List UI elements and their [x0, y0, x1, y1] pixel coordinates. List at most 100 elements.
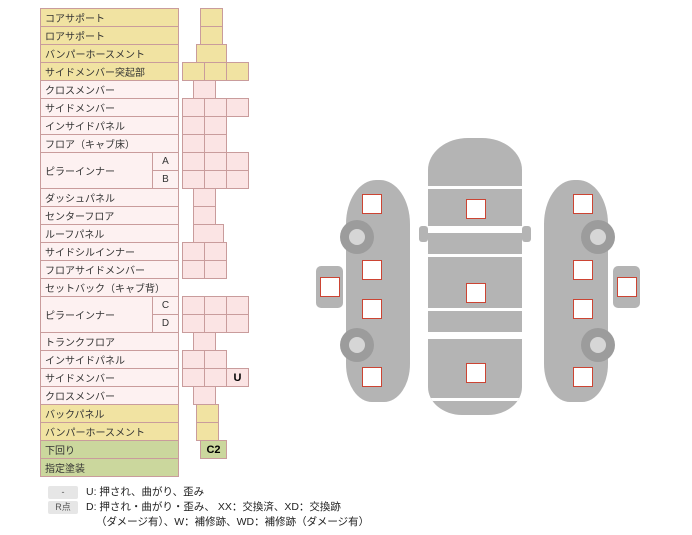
- damage-cell[interactable]: [193, 386, 216, 405]
- damage-cell[interactable]: [204, 242, 227, 261]
- part-label: クロスメンバー: [40, 80, 179, 99]
- pillar-sublabel: A: [152, 152, 179, 171]
- inspection-checkbox-left[interactable]: [362, 367, 382, 387]
- pillar-sublabel: C: [152, 296, 179, 315]
- damage-cell[interactable]: [204, 368, 227, 387]
- damage-cell[interactable]: [182, 296, 205, 315]
- inspection-checkbox-right[interactable]: [573, 260, 593, 280]
- damage-cell[interactable]: [182, 152, 205, 171]
- damage-cell[interactable]: [226, 62, 249, 81]
- inspection-checkbox-top[interactable]: [466, 363, 486, 383]
- wheel-icon: [581, 220, 615, 254]
- panel-divider: [428, 308, 522, 311]
- damage-cell[interactable]: [182, 62, 205, 81]
- legend-line: R点 D: 押され・曲がり・歪み、 XX：交換済、XD：交換跡: [48, 501, 369, 514]
- damage-cell[interactable]: [204, 152, 227, 171]
- damage-cell[interactable]: [182, 260, 205, 279]
- panel-divider: [428, 186, 522, 189]
- pillar-sublabel: D: [152, 314, 179, 333]
- damage-cell[interactable]: [226, 314, 249, 333]
- inspection-checkbox-right[interactable]: [573, 367, 593, 387]
- part-label: サイドメンバー: [40, 98, 179, 117]
- damage-cell[interactable]: [182, 116, 205, 135]
- damage-cell[interactable]: U: [226, 368, 249, 387]
- damage-cell[interactable]: [182, 98, 205, 117]
- damage-cell[interactable]: [204, 314, 227, 333]
- panel-divider: [428, 254, 522, 257]
- damage-cell[interactable]: [204, 170, 227, 189]
- wheel-hub: [349, 337, 365, 353]
- left-mirror-icon: [419, 226, 428, 242]
- inspection-checkbox-right[interactable]: [573, 299, 593, 319]
- part-label: フロア（キャブ床）: [40, 134, 179, 153]
- pillar-sublabel: B: [152, 170, 179, 189]
- damage-cell[interactable]: [193, 80, 216, 99]
- damage-cell[interactable]: [204, 62, 227, 81]
- damage-cell[interactable]: [204, 296, 227, 315]
- damage-cell[interactable]: [226, 296, 249, 315]
- part-label: インサイドパネル: [40, 350, 179, 369]
- damage-cell[interactable]: [200, 26, 223, 45]
- damage-cell[interactable]: [193, 332, 216, 351]
- damage-cell[interactable]: [204, 134, 227, 153]
- inspection-checkbox-left[interactable]: [362, 299, 382, 319]
- part-label: クロスメンバー: [40, 386, 179, 405]
- inspection-checkbox-left[interactable]: [362, 194, 382, 214]
- part-label: サイドシルインナー: [40, 242, 179, 261]
- damage-cell[interactable]: [204, 98, 227, 117]
- inspection-checkbox-top[interactable]: [466, 283, 486, 303]
- damage-cell[interactable]: [193, 224, 224, 243]
- right-mirror-icon: [522, 226, 531, 242]
- part-label: バンパーホースメント: [40, 44, 179, 63]
- damage-cell[interactable]: [182, 368, 205, 387]
- car-left-side-view: [346, 180, 410, 402]
- damage-cell[interactable]: [204, 350, 227, 369]
- inspection-checkbox-left[interactable]: [362, 260, 382, 280]
- legend-line: （ダメージ有）、W：補修跡、WD：補修跡（ダメージ有）: [48, 516, 369, 529]
- damage-cell[interactable]: [182, 134, 205, 153]
- damage-cell[interactable]: [204, 116, 227, 135]
- part-label: バンパーホースメント: [40, 422, 179, 441]
- damage-cell[interactable]: [196, 422, 219, 441]
- rear-window-divider: [428, 332, 522, 339]
- damage-cell[interactable]: [182, 170, 205, 189]
- legend-text: U: 押され、曲がり、歪み: [86, 486, 205, 498]
- legend-key: -: [48, 486, 78, 499]
- inspection-checkbox-right[interactable]: [573, 194, 593, 214]
- part-label: ピラーインナー: [40, 152, 153, 189]
- damage-cell[interactable]: C2: [200, 440, 227, 459]
- inspection-checkbox-top[interactable]: [466, 199, 486, 219]
- part-label: コアサポート: [40, 8, 179, 27]
- legend-line: - U: 押され、曲がり、歪み: [48, 486, 369, 499]
- damage-cell[interactable]: [196, 44, 227, 63]
- inspection-checkbox-left[interactable]: [320, 277, 340, 297]
- damage-cell[interactable]: [182, 350, 205, 369]
- part-label: フロアサイドメンバー: [40, 260, 179, 279]
- damage-cell[interactable]: [182, 314, 205, 333]
- wheel-icon: [581, 328, 615, 362]
- damage-cell[interactable]: [193, 188, 216, 207]
- wheel-hub: [590, 229, 606, 245]
- part-label: バックパネル: [40, 404, 179, 423]
- damage-cell[interactable]: [196, 404, 219, 423]
- legend-text: D: 押され・曲がり・歪み、 XX：交換済、XD：交換跡: [86, 501, 341, 513]
- car-right-side-view: [544, 180, 608, 402]
- damage-cell[interactable]: [193, 206, 216, 225]
- damage-cell[interactable]: [226, 170, 249, 189]
- inspection-checkbox-right[interactable]: [617, 277, 637, 297]
- legend-text: （ダメージ有）、W：補修跡、WD：補修跡（ダメージ有）: [96, 516, 370, 528]
- damage-cell[interactable]: [204, 260, 227, 279]
- windshield-divider: [428, 226, 522, 233]
- part-label: サイドメンバー: [40, 368, 179, 387]
- damage-cell[interactable]: [182, 242, 205, 261]
- damage-cell[interactable]: [226, 98, 249, 117]
- legend-key: R点: [48, 501, 78, 514]
- wheel-icon: [340, 220, 374, 254]
- part-label: ロアサポート: [40, 26, 179, 45]
- damage-cell[interactable]: [200, 8, 223, 27]
- wheel-icon: [340, 328, 374, 362]
- part-label: 下回り: [40, 440, 179, 459]
- part-label: サイドメンバー突起部: [40, 62, 179, 81]
- damage-cell[interactable]: [226, 152, 249, 171]
